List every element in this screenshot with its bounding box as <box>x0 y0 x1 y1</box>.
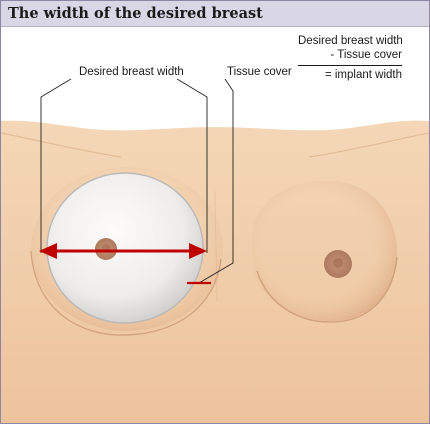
tissue-cover-leader <box>198 78 234 284</box>
formula-line-2: - Tissue cover <box>330 49 402 61</box>
implant-width-formula: Desired breast width - Tissue cover = im… <box>298 34 403 82</box>
formula-divider <box>298 65 402 66</box>
formula-result: = implant width <box>324 69 402 81</box>
tissue-cover-label: Tissue cover <box>227 66 292 78</box>
width-arrow <box>39 243 207 259</box>
title-bar: The width of the desired breast <box>1 1 429 27</box>
right-breast <box>251 180 397 321</box>
figure-title: The width of the desired breast <box>8 5 263 22</box>
width-bracket <box>40 78 208 253</box>
implant-outline <box>46 172 204 324</box>
formula-line-1: Desired breast width <box>298 35 403 47</box>
desired-width-label: Desired breast width <box>79 66 184 78</box>
